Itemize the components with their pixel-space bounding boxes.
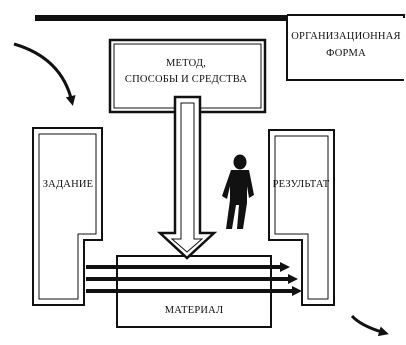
org-form-box: ОРГАНИЗАЦИОННАЯ ФОРМА <box>286 14 405 81</box>
result-shape: РЕЗУЛЬТАТ <box>268 129 335 306</box>
curved-arrow-out-icon <box>350 314 389 337</box>
material-label: МАТЕРИАЛ <box>165 305 224 316</box>
result-label: РЕЗУЛЬТАТ <box>273 179 330 190</box>
down-arrow-icon <box>156 95 218 260</box>
curved-arrow-in-icon <box>13 42 76 106</box>
top-bar <box>35 15 287 21</box>
person-silhouette-icon <box>222 154 254 229</box>
org-form-label-line1: ОРГАНИЗАЦИОННАЯ <box>291 31 400 42</box>
task-shape: ЗАДАНИЕ <box>32 127 103 306</box>
method-label-line1: МЕТОД, <box>166 58 206 69</box>
method-label-line2: СПОСОБЫ И СРЕДСТВА <box>125 74 247 85</box>
org-form-label-line2: ФОРМА <box>326 48 366 59</box>
parallel-arrows-icon <box>86 262 302 296</box>
task-label: ЗАДАНИЕ <box>43 179 94 190</box>
